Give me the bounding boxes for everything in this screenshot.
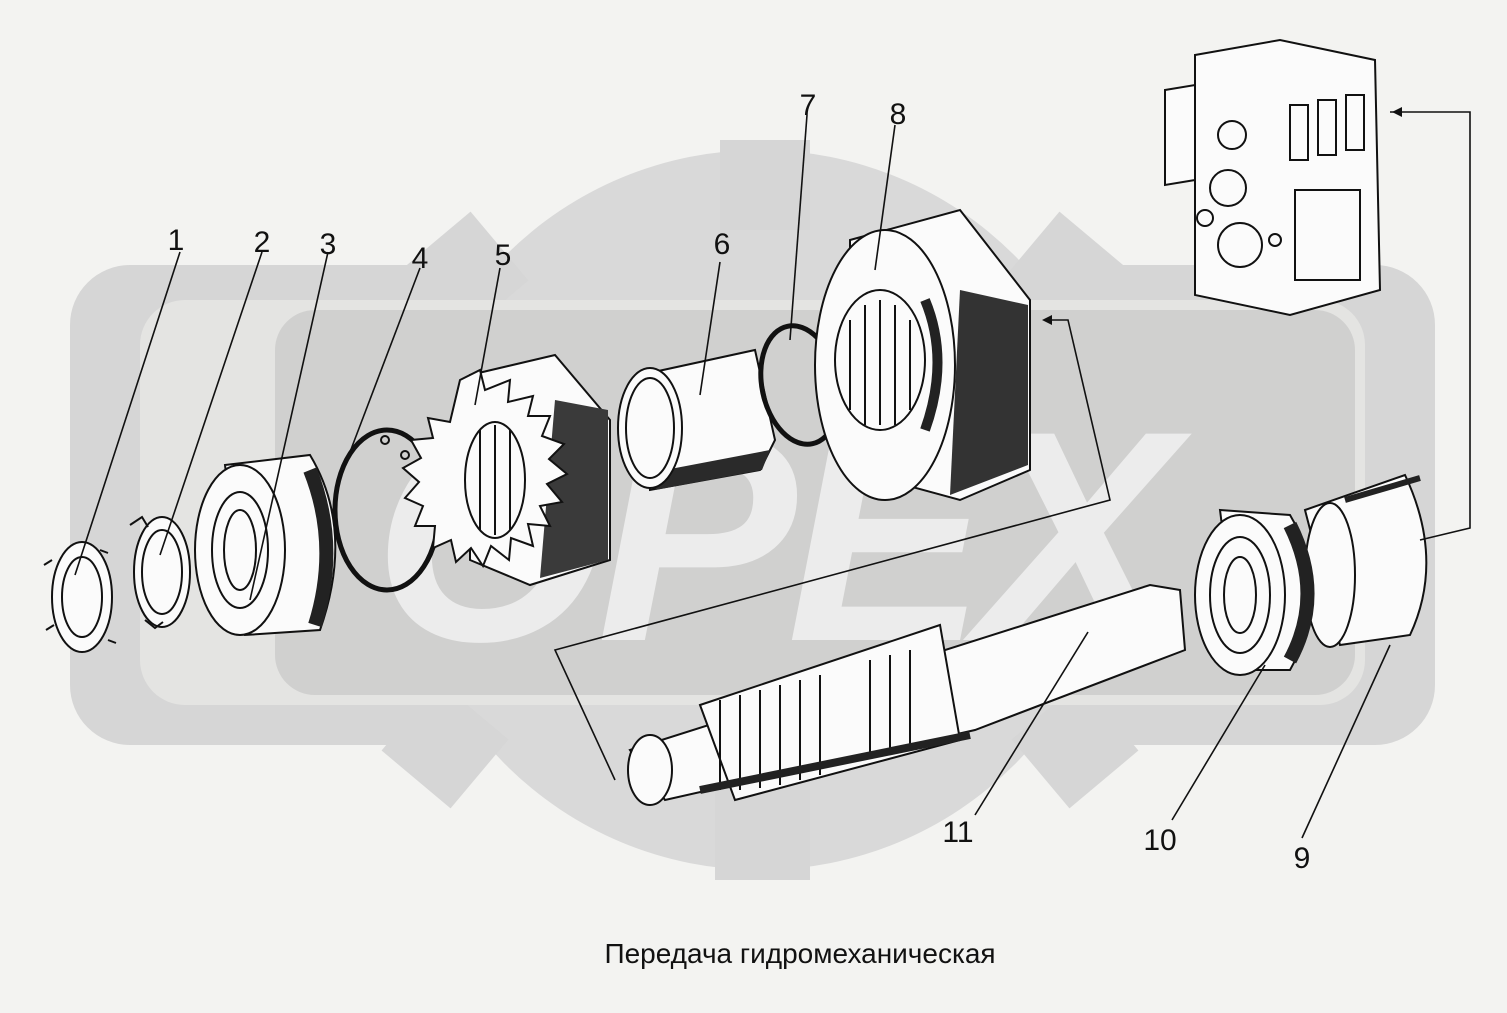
callout-5: 5: [495, 239, 512, 272]
lock-nut: [43, 541, 117, 653]
diagram-caption: Передача гидромеханическая: [604, 938, 996, 969]
leader-lines: [74, 114, 1391, 839]
callout-2: 2: [254, 226, 271, 259]
callout-8: 8: [890, 98, 907, 131]
callout-11: 11: [942, 816, 973, 849]
transmission-housing: [1164, 38, 1382, 317]
callout-1: 1: [168, 224, 185, 257]
assembly-lines: [553, 107, 1471, 781]
callout-3: 3: [320, 228, 337, 261]
bearing-race: [1303, 473, 1428, 648]
ball-bearing-right: [1194, 508, 1315, 676]
callout-10: 10: [1143, 824, 1176, 857]
callout-4: 4: [412, 242, 429, 275]
callout-9: 9: [1294, 842, 1311, 875]
small-gear: [401, 353, 611, 587]
large-gear: [814, 208, 1031, 502]
lock-washer: [129, 515, 191, 630]
callout-labels: 1 2 3 4 5 6 7 8 9 10 11: [168, 89, 1311, 875]
callout-6: 6: [714, 228, 731, 261]
splined-shaft: [627, 583, 1187, 806]
callout-7: 7: [800, 89, 817, 122]
bushing: [617, 348, 777, 492]
ball-bearing-left: [194, 453, 337, 637]
